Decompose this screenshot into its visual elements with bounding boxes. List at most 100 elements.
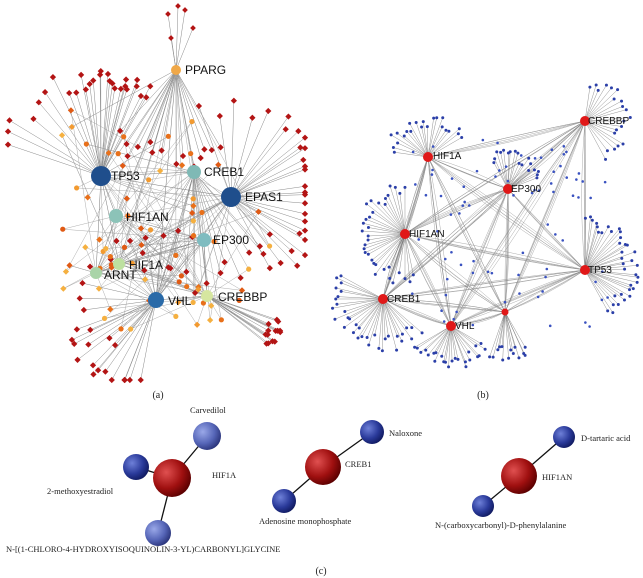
hub-node-ep300 bbox=[197, 233, 211, 247]
leaf-node bbox=[630, 259, 634, 263]
leaf-node bbox=[168, 35, 174, 41]
leaf-node bbox=[389, 133, 393, 137]
leaf-node bbox=[450, 359, 454, 363]
leaf-node bbox=[421, 120, 425, 124]
leaf-node bbox=[246, 249, 253, 256]
leaf-node bbox=[483, 347, 487, 351]
leaf-node bbox=[397, 271, 401, 275]
leaf-node bbox=[383, 337, 387, 341]
leaf-node bbox=[518, 292, 521, 295]
leaf-node bbox=[440, 354, 444, 358]
leaf-node bbox=[203, 280, 210, 287]
leaf-node bbox=[513, 149, 517, 153]
leaf-node bbox=[134, 76, 141, 83]
hub-node-creb1 bbox=[187, 165, 201, 179]
leaf-node bbox=[552, 190, 555, 194]
hub-node-creb1 bbox=[378, 294, 388, 304]
hub-label-epas1: EPAS1 bbox=[245, 190, 283, 204]
drug-node bbox=[123, 454, 149, 480]
leaf-node bbox=[109, 80, 116, 87]
leaf-node bbox=[351, 331, 355, 335]
leaf-node bbox=[301, 134, 309, 141]
leaf-node bbox=[504, 165, 508, 168]
leaf-node bbox=[496, 348, 500, 352]
leaf-node bbox=[300, 156, 307, 164]
leaf-node bbox=[360, 229, 364, 233]
leaf-node bbox=[124, 153, 131, 160]
leaf-node bbox=[491, 355, 495, 359]
leaf-node bbox=[398, 191, 402, 195]
leaf-node bbox=[388, 276, 392, 280]
leaf-node bbox=[107, 306, 114, 313]
leaf-node bbox=[265, 107, 272, 115]
leaf-node bbox=[431, 145, 435, 148]
leaf-node bbox=[354, 323, 358, 327]
leaf-node bbox=[411, 150, 415, 154]
leaf-node bbox=[285, 113, 292, 120]
leaf-node bbox=[620, 250, 624, 254]
leaf-node bbox=[494, 175, 497, 178]
leaf-node bbox=[604, 83, 608, 87]
leaf-node bbox=[464, 365, 468, 369]
leaf-node bbox=[60, 285, 67, 292]
leaf-node bbox=[271, 338, 278, 345]
leaf-node bbox=[420, 125, 424, 129]
leaf-node bbox=[342, 325, 346, 329]
leaf-node bbox=[123, 140, 130, 148]
leaf-node bbox=[256, 243, 263, 250]
leaf-node bbox=[301, 236, 309, 243]
leaf-node bbox=[609, 86, 613, 90]
leaf-node bbox=[117, 85, 124, 92]
leaf-node bbox=[106, 334, 113, 342]
leaf-node bbox=[440, 125, 444, 129]
leaf-node bbox=[444, 128, 448, 132]
leaf-node bbox=[424, 193, 428, 197]
hub-node-crebbp bbox=[580, 116, 590, 126]
leaf-node bbox=[95, 367, 102, 374]
leaf-node bbox=[621, 262, 625, 266]
leaf-node bbox=[301, 252, 309, 259]
leaf-node bbox=[426, 353, 430, 357]
leaf-node bbox=[368, 215, 372, 219]
leaf-node bbox=[173, 160, 180, 168]
leaf-node bbox=[190, 25, 196, 31]
leaf-node bbox=[335, 276, 339, 280]
leaf-node bbox=[516, 151, 520, 155]
leaf-node bbox=[629, 283, 633, 287]
leaf-node bbox=[173, 313, 179, 320]
leaf-node bbox=[493, 157, 497, 161]
leaf-node bbox=[477, 354, 481, 358]
leaf-node bbox=[565, 150, 568, 154]
leaf-node bbox=[581, 180, 584, 183]
leaf-node bbox=[343, 310, 347, 314]
leaf-node bbox=[370, 258, 374, 262]
leaf-node bbox=[584, 321, 587, 324]
leaf-node bbox=[96, 236, 103, 243]
leaf-node bbox=[367, 343, 371, 347]
leaf-node bbox=[521, 251, 525, 255]
leaf-node bbox=[635, 263, 639, 267]
hub-node-hif1a bbox=[113, 258, 125, 270]
leaf-node bbox=[441, 116, 445, 120]
leaf-node bbox=[481, 138, 485, 142]
hub-node-vhl bbox=[148, 292, 164, 308]
leaf-node bbox=[571, 194, 575, 198]
leaf-node bbox=[30, 115, 37, 123]
leaf-node bbox=[596, 230, 600, 234]
leaf-node bbox=[624, 108, 628, 112]
leaf-node bbox=[444, 293, 448, 297]
panel-b-caption: (b) bbox=[477, 390, 489, 401]
leaf-node bbox=[400, 339, 404, 343]
leaf-node bbox=[115, 151, 121, 157]
leaf-node bbox=[490, 271, 494, 275]
leaf-node bbox=[613, 131, 617, 135]
drug-node bbox=[272, 489, 296, 513]
leaf-node bbox=[68, 123, 75, 131]
leaf-node bbox=[121, 134, 127, 140]
leaf-node bbox=[301, 227, 309, 234]
leaf-node bbox=[634, 273, 638, 277]
leaf-node bbox=[190, 299, 196, 306]
leaf-node bbox=[265, 340, 272, 347]
leaf-node bbox=[506, 151, 510, 155]
